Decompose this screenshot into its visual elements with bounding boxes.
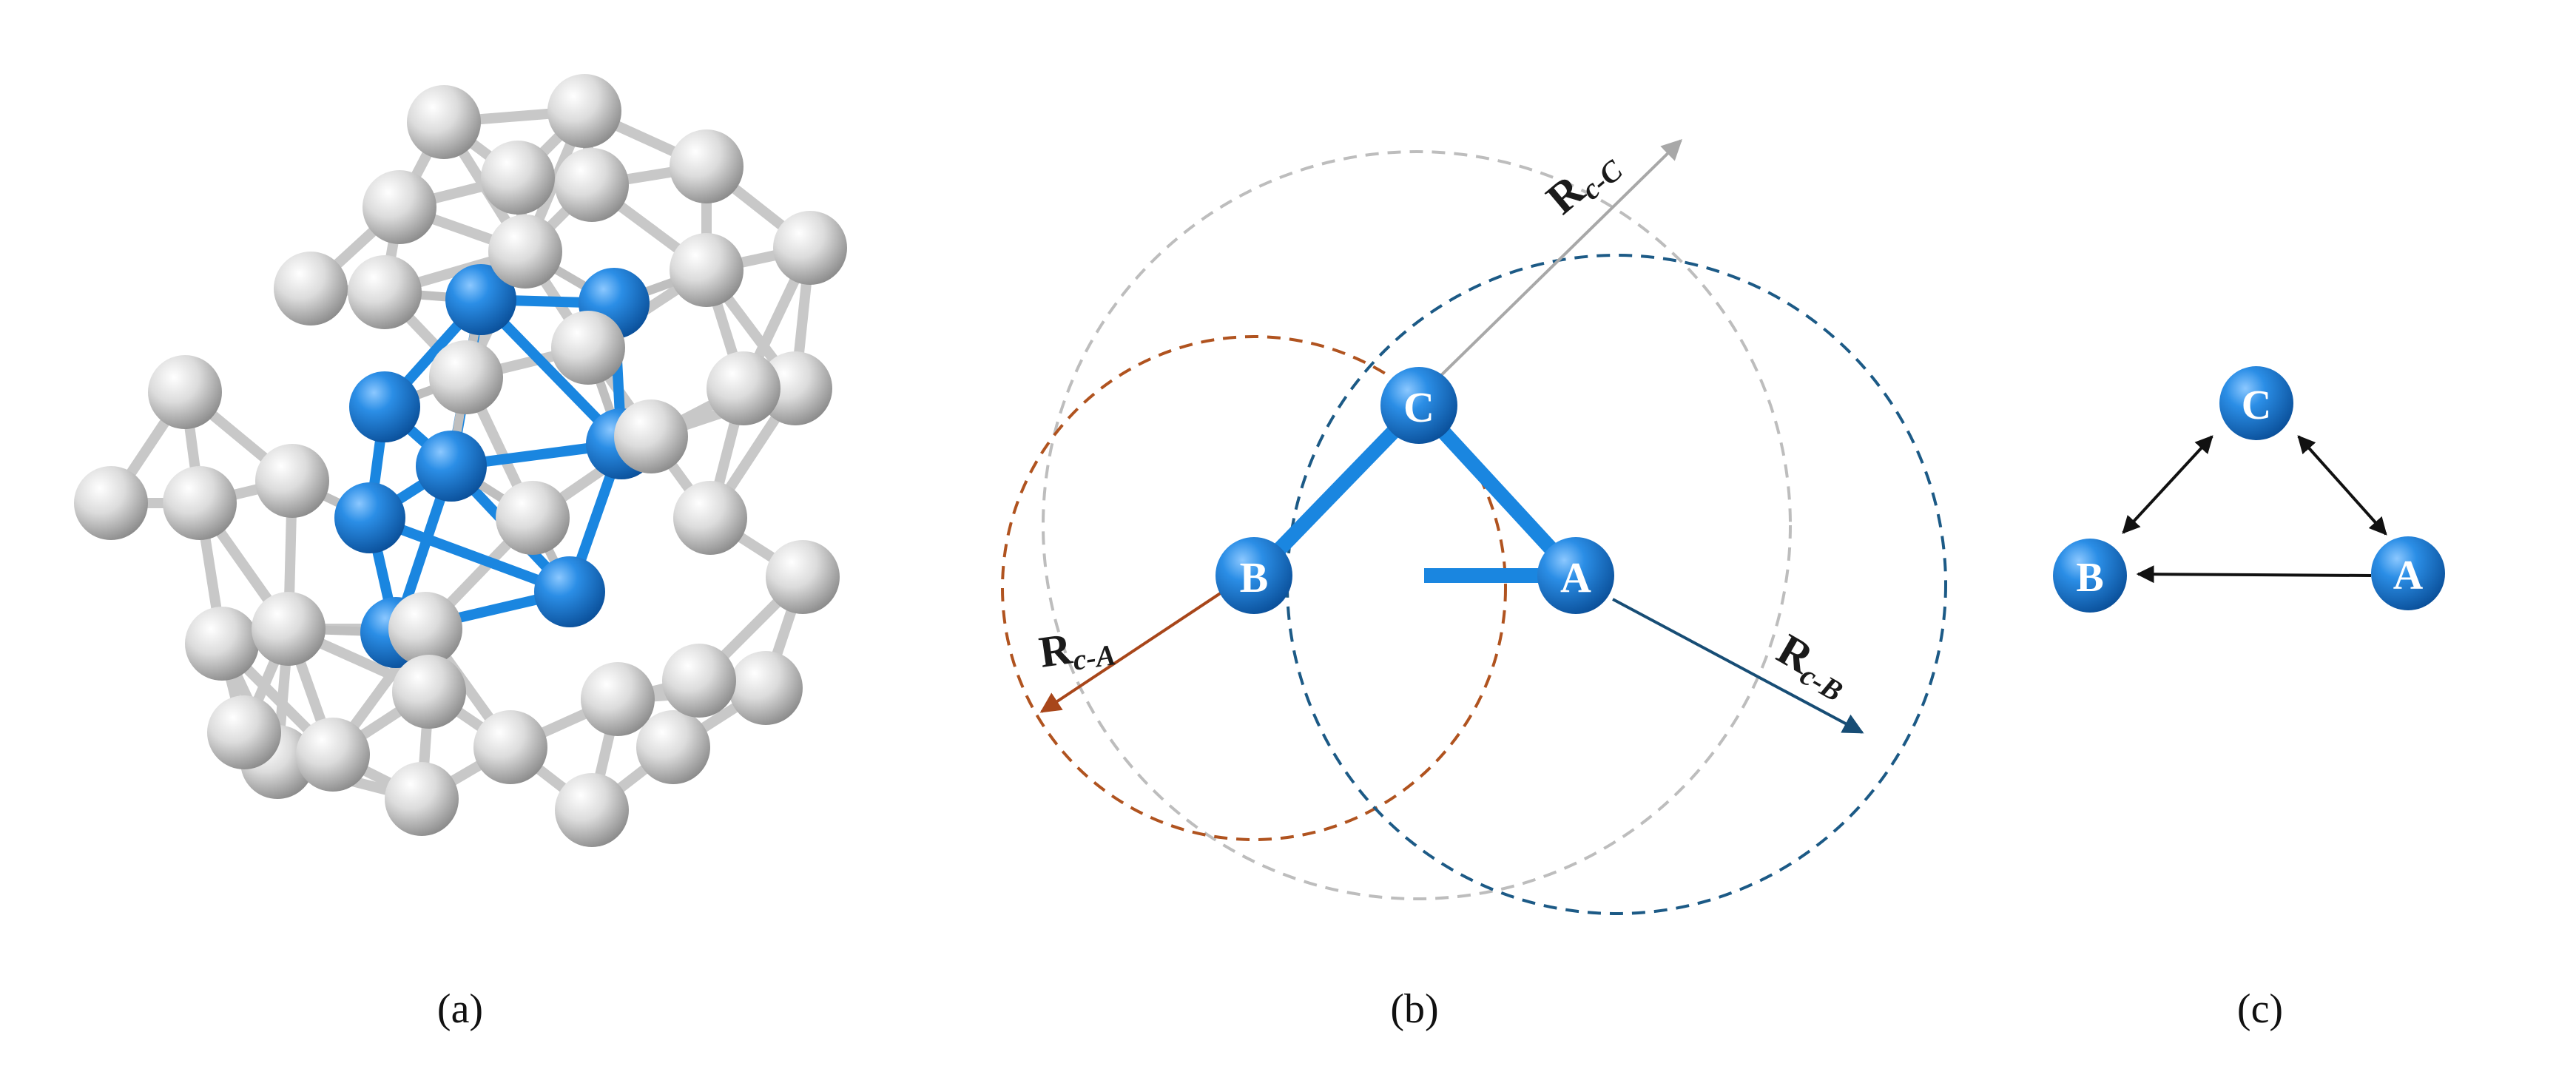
cluster-atom bbox=[255, 444, 329, 518]
cluster-atom bbox=[252, 592, 326, 666]
panel-b: Rc-C Rc-A Rc-B B C A bbox=[1001, 138, 1947, 915]
svg-text:C: C bbox=[1403, 383, 1434, 431]
caption-b: (b) bbox=[1390, 986, 1438, 1032]
cutoff-circle-b bbox=[1286, 254, 1947, 915]
radius-arrow-c bbox=[1430, 139, 1683, 386]
atom-b: B bbox=[1215, 537, 1292, 614]
radius-label-a: Rc-A bbox=[1036, 618, 1118, 681]
caption-c: (c) bbox=[2237, 986, 2283, 1032]
cluster-atom bbox=[729, 651, 803, 725]
cluster-atom bbox=[148, 355, 222, 429]
cluster-atom bbox=[673, 481, 747, 555]
radius-label-c: Rc-C bbox=[1537, 138, 1630, 227]
cluster-atom bbox=[392, 655, 466, 729]
cluster-atom bbox=[385, 762, 459, 836]
cluster-atom bbox=[670, 233, 744, 307]
svg-text:B: B bbox=[1240, 553, 1269, 601]
cluster-atom bbox=[614, 399, 688, 473]
cluster-atom bbox=[773, 211, 847, 285]
cluster-atom bbox=[334, 482, 405, 553]
cluster-atom bbox=[707, 351, 780, 425]
radius-arrow-a bbox=[1039, 587, 1230, 713]
cluster-atom bbox=[662, 644, 736, 718]
bond-c-a bbox=[1412, 398, 1583, 583]
node-c: C bbox=[2219, 366, 2293, 440]
cluster-atom bbox=[363, 170, 436, 244]
cluster-atom bbox=[445, 264, 516, 335]
cluster-atom bbox=[274, 252, 348, 326]
cluster-atom bbox=[74, 466, 148, 540]
svg-text:B: B bbox=[2076, 555, 2103, 601]
svg-text:C: C bbox=[2242, 382, 2271, 428]
edge-b-c bbox=[2122, 435, 2213, 534]
cluster-atom bbox=[555, 773, 629, 847]
cluster-atom bbox=[185, 607, 259, 681]
cluster-atom bbox=[496, 481, 570, 555]
cluster-atom bbox=[473, 710, 547, 784]
cluster-atom bbox=[388, 592, 462, 666]
cutoff-circle-a bbox=[1001, 335, 1507, 841]
cluster-atom bbox=[488, 215, 562, 289]
radius-arrow-b bbox=[1612, 598, 1864, 734]
svg-text:A: A bbox=[2393, 553, 2424, 598]
cluster-atom bbox=[534, 556, 605, 627]
cluster-illustration bbox=[74, 74, 847, 847]
radius-label-b: Rc-B bbox=[1767, 624, 1859, 708]
cluster-atom bbox=[555, 148, 629, 222]
cluster-atom bbox=[429, 340, 503, 414]
edge-a-b bbox=[2136, 565, 2372, 584]
atom-c: C bbox=[1380, 367, 1457, 444]
node-b: B bbox=[2053, 539, 2127, 613]
cluster-atom bbox=[163, 466, 237, 540]
cluster-atom bbox=[766, 540, 840, 614]
cluster-atom bbox=[348, 255, 422, 329]
cluster-atom bbox=[551, 311, 625, 385]
node-a: A bbox=[2371, 536, 2445, 610]
cluster-atom bbox=[481, 141, 555, 215]
edge-c-a bbox=[2297, 435, 2387, 536]
panel-c: C B A bbox=[2053, 366, 2445, 613]
bond-b-c bbox=[1247, 398, 1426, 583]
cluster-atom bbox=[581, 662, 655, 736]
cluster-atom bbox=[207, 695, 281, 769]
cluster-atom bbox=[670, 129, 744, 203]
atom-a: A bbox=[1537, 537, 1614, 614]
cluster-atom bbox=[349, 371, 420, 442]
svg-text:A: A bbox=[1560, 553, 1591, 601]
caption-a: (a) bbox=[437, 986, 483, 1032]
cluster-atom bbox=[758, 351, 832, 425]
cluster-atom bbox=[636, 710, 710, 784]
cluster-atom bbox=[407, 85, 481, 159]
cluster-atom bbox=[296, 718, 370, 792]
cutoff-circle-c bbox=[1042, 150, 1792, 900]
cluster-atom bbox=[416, 431, 487, 502]
cluster-atom bbox=[547, 74, 621, 148]
